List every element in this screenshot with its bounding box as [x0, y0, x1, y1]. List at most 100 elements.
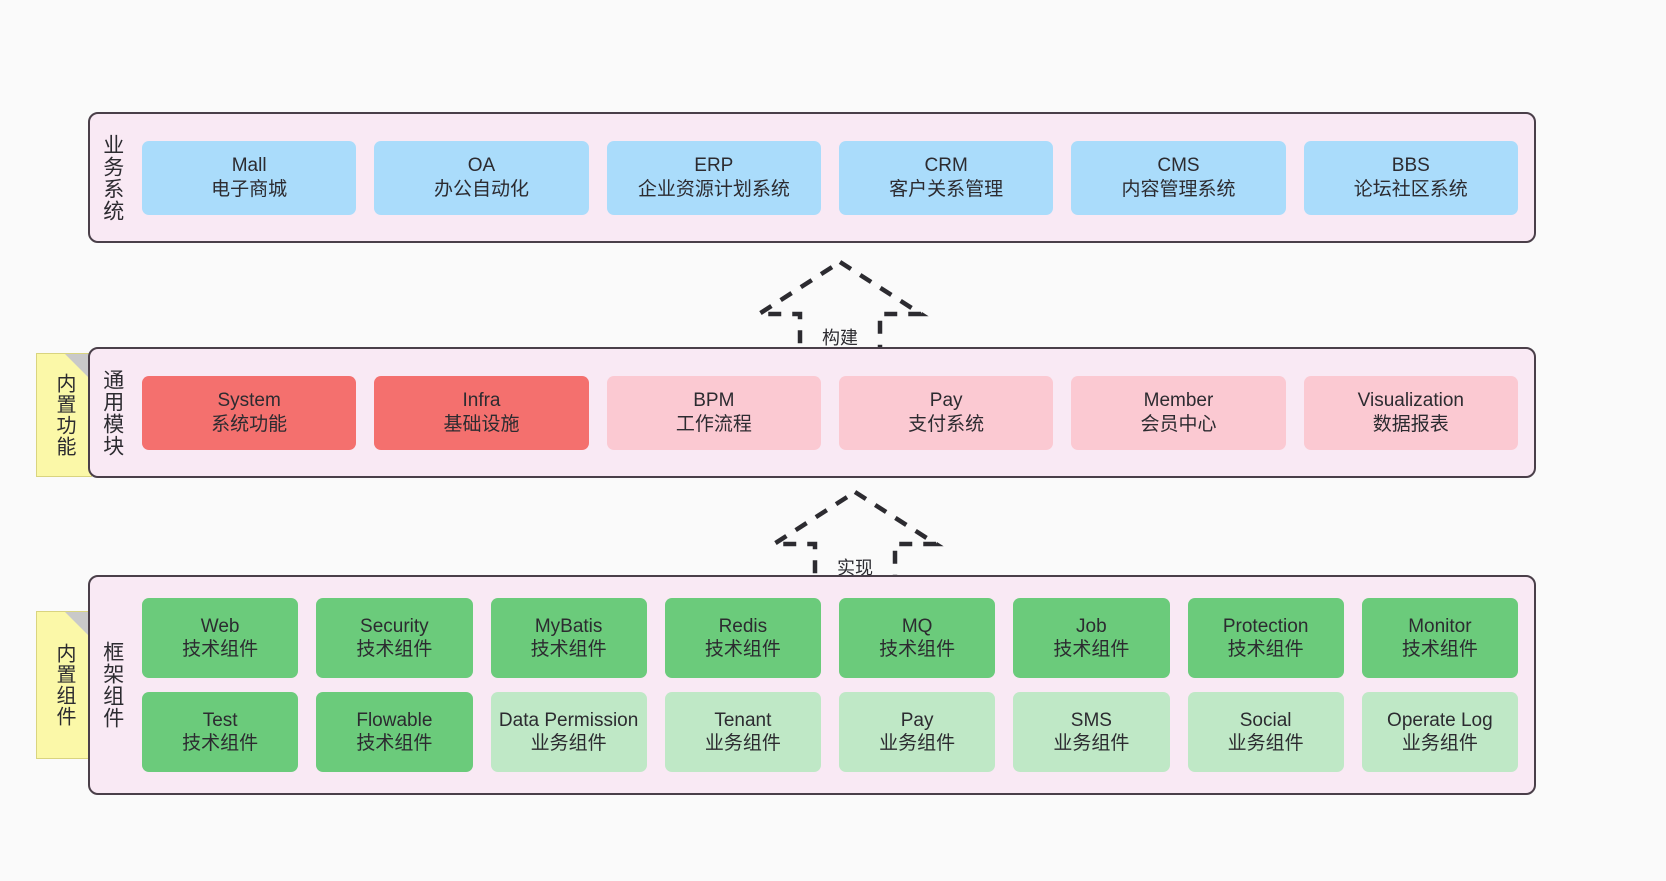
card-subtitle: 技术组件 — [1227, 639, 1304, 660]
layer-framework-components: 框架组件 Web 技术组件 Security 技术组件 MyBatis 技术组件… — [88, 575, 1536, 795]
card-oa[interactable]: OA 办公自动化 — [374, 140, 589, 215]
card-subtitle: 技术组件 — [356, 733, 433, 754]
card-title: System — [217, 390, 281, 412]
card-sms[interactable]: SMS 业务组件 — [1013, 692, 1170, 772]
card-job[interactable]: Job 技术组件 — [1013, 598, 1170, 678]
card-subtitle: 技术组件 — [1053, 639, 1130, 660]
card-mall[interactable]: Mall 电子商城 — [142, 140, 357, 215]
card-security[interactable]: Security 技术组件 — [316, 598, 473, 678]
card-row: System 系统功能 Infra 基础设施 BPM 工作流程 Pay 支付系统… — [142, 375, 1518, 450]
card-subtitle: 支付系统 — [908, 413, 985, 435]
card-subtitle: 系统功能 — [211, 413, 288, 435]
card-title: Pay — [929, 390, 963, 412]
card-flowable[interactable]: Flowable 技术组件 — [316, 692, 473, 772]
card-title: OA — [467, 155, 496, 177]
card-title: Protection — [1222, 615, 1309, 637]
layer-business-systems: 业务系统 Mall 电子商城 OA 办公自动化 ERP 企业资源计划系统 CRM… — [88, 112, 1536, 243]
card-title: Visualization — [1357, 390, 1464, 412]
layer-label-framework-components: 框架组件 — [100, 641, 124, 729]
card-title: Security — [360, 615, 429, 637]
card-subtitle: 基础设施 — [443, 413, 520, 435]
card-title: BPM — [693, 390, 735, 412]
card-subtitle: 业务组件 — [879, 733, 956, 754]
arrow-outline-build — [751, 259, 929, 355]
card-monitor[interactable]: Monitor 技术组件 — [1361, 598, 1518, 678]
layer-common-modules: 通用模块 System 系统功能 Infra 基础设施 BPM 工作流程 Pay… — [88, 347, 1536, 478]
card-subtitle: 业务组件 — [530, 733, 607, 754]
card-social[interactable]: Social 业务组件 — [1187, 692, 1344, 772]
card-title: Pay — [900, 709, 934, 731]
card-pay[interactable]: Pay 支付系统 — [838, 375, 1054, 450]
layer-body-common-modules: System 系统功能 Infra 基础设施 BPM 工作流程 Pay 支付系统… — [134, 349, 1534, 476]
card-subtitle: 数据报表 — [1372, 413, 1449, 435]
card-cms[interactable]: CMS 内容管理系统 — [1071, 140, 1286, 215]
layer-label-business-systems: 业务系统 — [100, 133, 124, 222]
card-subtitle: 技术组件 — [356, 639, 433, 660]
card-title: Redis — [718, 615, 768, 637]
card-title: MyBatis — [534, 615, 603, 637]
card-member[interactable]: Member 会员中心 — [1071, 375, 1286, 450]
card-subtitle: 技术组件 — [704, 639, 781, 660]
card-title: BBS — [1391, 155, 1430, 177]
sticky-note-builtin-components: 内置组件 — [36, 611, 92, 759]
card-bpm[interactable]: BPM 工作流程 — [606, 375, 821, 450]
card-subtitle: 技术组件 — [530, 639, 607, 660]
card-title: Infra — [462, 390, 501, 412]
card-subtitle: 业务组件 — [1227, 733, 1304, 754]
card-title: Mall — [231, 155, 267, 177]
card-subtitle: 技术组件 — [182, 639, 259, 660]
card-subtitle: 电子商城 — [211, 178, 288, 200]
card-title: CRM — [924, 155, 968, 177]
card-title: Data Permission — [498, 709, 639, 731]
card-row: Test 技术组件 Flowable 技术组件 Data Permission … — [142, 692, 1518, 772]
card-title: Web — [200, 615, 240, 637]
arrow-build: 构建 — [751, 258, 929, 356]
card-subtitle: 内容管理系统 — [1121, 178, 1236, 200]
card-tenant[interactable]: Tenant 业务组件 — [664, 692, 821, 772]
card-pay-business[interactable]: Pay 业务组件 — [839, 692, 996, 772]
card-title: Operate Log — [1387, 709, 1493, 731]
card-erp[interactable]: ERP 企业资源计划系统 — [606, 140, 821, 215]
card-title: SMS — [1070, 709, 1112, 731]
card-subtitle: 办公自动化 — [433, 178, 529, 200]
layer-label-common-modules: 通用模块 — [100, 368, 124, 457]
card-subtitle: 会员中心 — [1140, 413, 1217, 435]
layer-body-framework-components: Web 技术组件 Security 技术组件 MyBatis 技术组件 Redi… — [134, 577, 1534, 793]
card-title: Test — [202, 709, 238, 731]
layer-body-business-systems: Mall 电子商城 OA 办公自动化 ERP 企业资源计划系统 CRM 客户关系… — [134, 114, 1534, 241]
card-system[interactable]: System 系统功能 — [142, 375, 357, 450]
card-subtitle: 业务组件 — [1401, 733, 1478, 754]
arrow-implement: 实现 — [766, 488, 944, 586]
card-visualization[interactable]: Visualization 数据报表 — [1303, 375, 1518, 450]
card-subtitle: 业务组件 — [1053, 733, 1130, 754]
card-protection[interactable]: Protection 技术组件 — [1187, 598, 1344, 678]
card-crm[interactable]: CRM 客户关系管理 — [838, 140, 1054, 215]
card-infra[interactable]: Infra 基础设施 — [374, 375, 589, 450]
card-test[interactable]: Test 技术组件 — [142, 692, 299, 772]
card-title: Social — [1239, 709, 1292, 731]
card-title: ERP — [694, 155, 734, 177]
card-subtitle: 企业资源计划系统 — [637, 178, 790, 200]
card-bbs[interactable]: BBS 论坛社区系统 — [1303, 140, 1518, 215]
card-subtitle: 工作流程 — [675, 413, 752, 435]
card-subtitle: 论坛社区系统 — [1353, 178, 1468, 200]
card-subtitle: 技术组件 — [879, 639, 956, 660]
card-title: Tenant — [714, 709, 772, 731]
card-subtitle: 业务组件 — [704, 733, 781, 754]
card-mq[interactable]: MQ 技术组件 — [839, 598, 996, 678]
card-data-permission[interactable]: Data Permission 业务组件 — [490, 692, 647, 772]
card-subtitle: 客户关系管理 — [889, 178, 1004, 200]
card-title: Flowable — [356, 709, 433, 731]
sticky-note-builtin-features: 内置功能 — [36, 353, 92, 477]
card-mybatis[interactable]: MyBatis 技术组件 — [490, 598, 647, 678]
card-operate-log[interactable]: Operate Log 业务组件 — [1361, 692, 1518, 772]
card-row: Mall 电子商城 OA 办公自动化 ERP 企业资源计划系统 CRM 客户关系… — [142, 140, 1518, 215]
card-row: Web 技术组件 Security 技术组件 MyBatis 技术组件 Redi… — [142, 598, 1518, 678]
card-subtitle: 技术组件 — [1401, 639, 1478, 660]
card-title: MQ — [901, 615, 933, 637]
arrow-outline-implement — [766, 489, 944, 585]
card-redis[interactable]: Redis 技术组件 — [664, 598, 821, 678]
card-web[interactable]: Web 技术组件 — [142, 598, 299, 678]
card-subtitle: 技术组件 — [182, 733, 259, 754]
